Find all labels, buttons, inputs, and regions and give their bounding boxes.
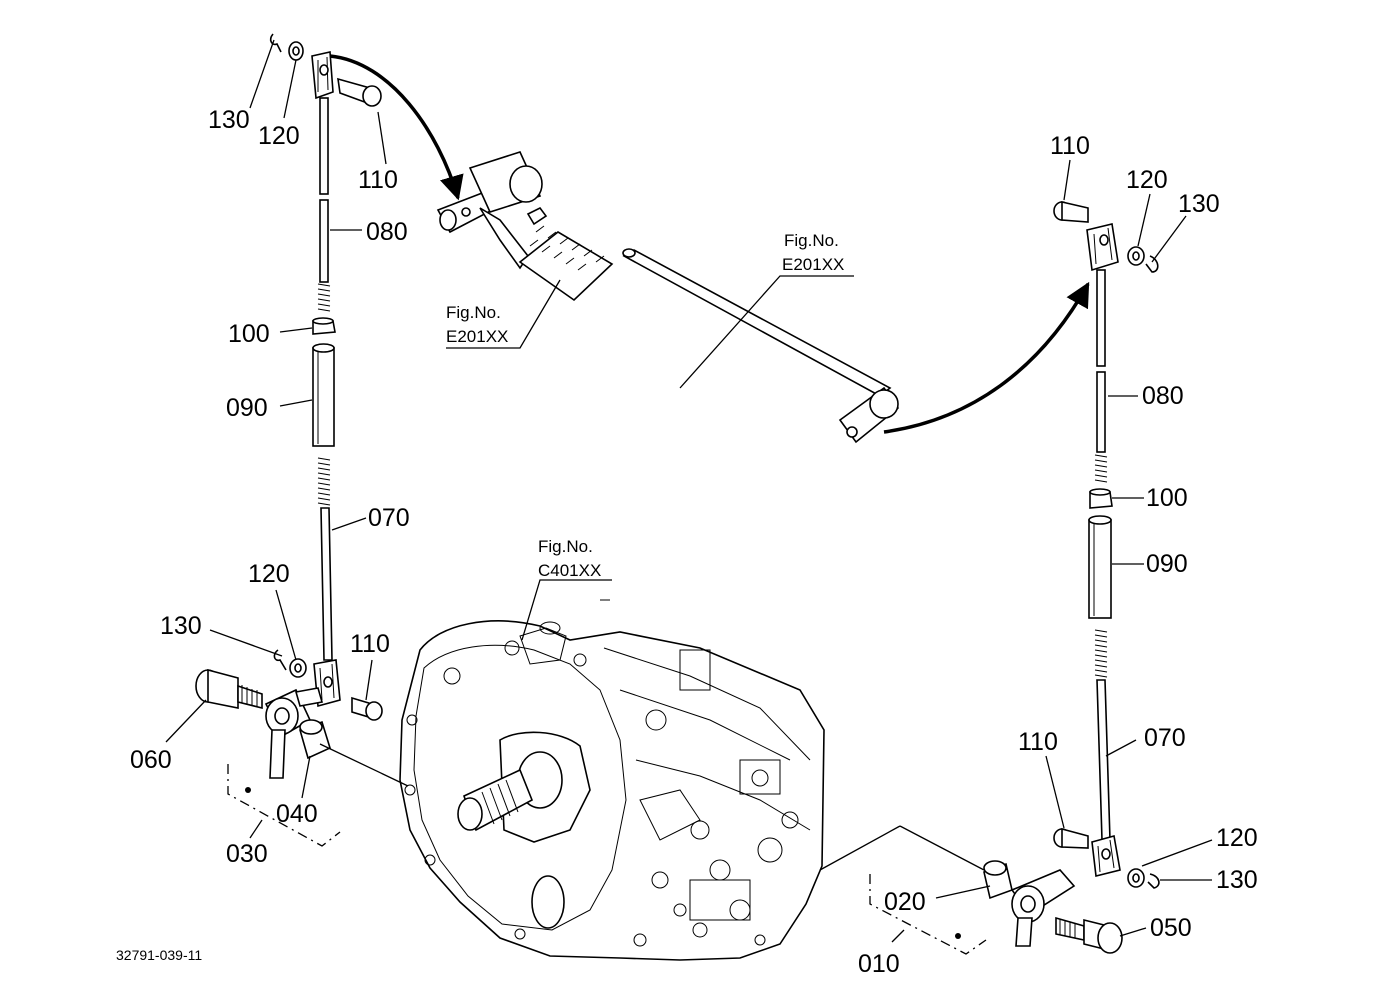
left-top-clevis — [311, 51, 334, 100]
shaft-fig-number: E201XX — [782, 255, 844, 274]
label-left-bushing: 040 — [276, 800, 318, 828]
right-bottom-cotter-pin — [1147, 873, 1160, 889]
right-top-pin — [1053, 200, 1089, 223]
left-bottom-cotter-pin — [273, 649, 287, 671]
label-right-washer-bottom: 120 — [1216, 824, 1258, 852]
pedal-fig-number: E201XX — [446, 327, 508, 346]
right-assembly-bracket — [869, 874, 987, 955]
right-bottom-clevis — [1091, 834, 1121, 877]
right-linkage — [869, 200, 1160, 955]
label-left-cotter-top: 130 — [208, 106, 250, 134]
right-bottom-pin — [1053, 827, 1089, 849]
label-left-washer-top: 120 — [258, 122, 300, 150]
left-bottom-pin — [351, 696, 383, 721]
left-nut — [312, 317, 336, 335]
pedal-shaft — [436, 151, 900, 444]
label-right-pin-top: 110 — [1050, 132, 1090, 160]
right-turnbuckle — [1088, 515, 1112, 619]
figure-references: Fig.No. E201XX Fig.No. E201XX Fig.No. C4… — [446, 231, 844, 580]
label-left-pin-top: 110 — [358, 166, 398, 194]
left-bolt — [195, 668, 263, 710]
left-bottom-washer — [289, 658, 307, 678]
right-nut — [1089, 488, 1113, 509]
left-arrow — [329, 54, 464, 201]
right-top-clevis — [1086, 223, 1119, 272]
right-top-washer — [1127, 246, 1145, 266]
label-left-turnbuckle: 090 — [226, 394, 268, 422]
label-left-bolt: 060 — [130, 746, 172, 774]
shaft-fig-label: Fig.No. — [784, 231, 839, 250]
right-bottom-washer — [1127, 868, 1145, 888]
pedal-fig-label: Fig.No. — [446, 303, 501, 322]
label-left-cotter-bottom: 130 — [160, 612, 202, 640]
left-assembly-bracket — [227, 764, 341, 847]
left-top-cotter-pin — [269, 33, 282, 53]
left-linkage — [195, 33, 383, 847]
left-turnbuckle — [312, 343, 335, 447]
label-right-bolt: 050 — [1150, 914, 1192, 942]
left-bushing — [299, 719, 331, 760]
label-right-cotter-top: 130 — [1178, 190, 1220, 218]
label-right-turnbuckle: 090 — [1146, 550, 1188, 578]
label-left-rod-upper: 080 — [366, 218, 408, 246]
right-bushing — [983, 860, 1013, 900]
label-left-lever-assembly: 030 — [226, 840, 268, 868]
label-right-rod-lower: 070 — [1144, 724, 1186, 752]
right-top-cotter-pin — [1145, 255, 1159, 273]
transmission-case — [399, 599, 825, 961]
left-top-washer — [288, 41, 304, 61]
label-right-nut: 100 — [1146, 484, 1188, 512]
drawing-number: 32791-039-11 — [116, 947, 202, 963]
label-right-bushing: 020 — [884, 888, 926, 916]
right-lower-rod — [1094, 629, 1111, 841]
left-top-pin — [337, 77, 382, 107]
label-right-pin-bottom: 110 — [1018, 728, 1058, 756]
right-arrow — [883, 281, 1090, 434]
transmission-fig-label: Fig.No. — [538, 537, 593, 556]
label-left-pin-bottom: 110 — [350, 630, 390, 658]
label-left-washer-bottom: 120 — [248, 560, 290, 588]
right-upper-rod — [1094, 269, 1108, 483]
left-upper-rod — [317, 97, 331, 312]
label-right-rod-upper: 080 — [1142, 382, 1184, 410]
part-labels: 130 120 110 080 100 090 070 120 130 110 … — [130, 106, 1258, 978]
label-left-nut: 100 — [228, 320, 270, 348]
label-right-cotter-bottom: 130 — [1216, 866, 1258, 894]
label-right-lever-assembly: 010 — [858, 950, 900, 978]
transmission-fig-number: C401XX — [538, 561, 601, 580]
left-lower-rod — [317, 457, 333, 661]
leader-lines — [165, 39, 1213, 943]
label-left-rod-lower: 070 — [368, 504, 410, 532]
label-right-washer-top: 120 — [1126, 166, 1168, 194]
right-bolt — [1055, 916, 1123, 954]
right-lever — [955, 869, 1076, 947]
